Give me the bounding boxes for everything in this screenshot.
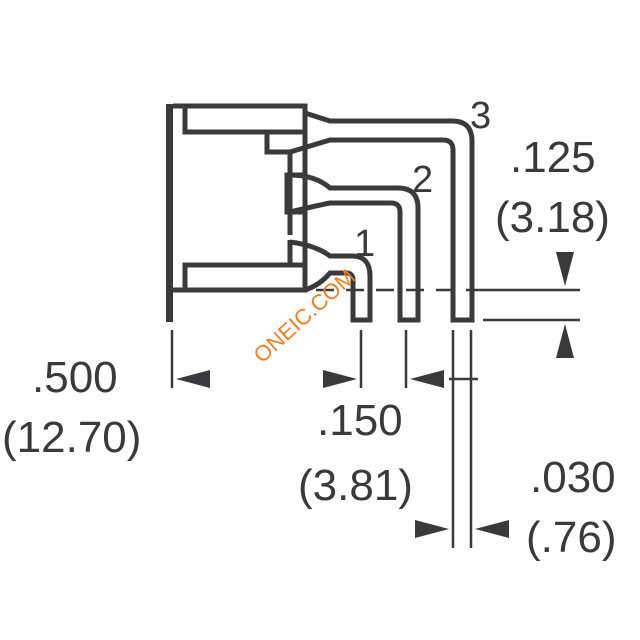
pin-3 bbox=[289, 110, 475, 323]
component-body bbox=[166, 103, 308, 322]
pin-2 bbox=[289, 172, 421, 323]
height-mm: (3.18) bbox=[495, 193, 610, 242]
pin-width-mm: (.76) bbox=[526, 513, 616, 562]
arrow-icon bbox=[176, 370, 210, 388]
body-flange bbox=[166, 104, 173, 322]
arrow-icon bbox=[475, 520, 509, 538]
pitch-mm: (3.81) bbox=[298, 461, 413, 510]
arrow-icon bbox=[410, 370, 444, 388]
pin-label-2: 2 bbox=[412, 159, 433, 201]
arrow-icon bbox=[323, 370, 357, 388]
height-inch: .125 bbox=[510, 133, 596, 182]
width-mm: (12.70) bbox=[2, 413, 141, 462]
top-rib bbox=[182, 103, 308, 135]
bottom-rib bbox=[182, 262, 308, 293]
arrow-icon bbox=[556, 252, 574, 286]
pin-1 bbox=[289, 239, 373, 323]
arrow-icon bbox=[556, 324, 574, 358]
arrow-icon bbox=[415, 520, 449, 538]
width-inch: .500 bbox=[32, 353, 118, 402]
pin-width-inch: .030 bbox=[530, 453, 616, 502]
pin-label-3: 3 bbox=[470, 95, 491, 137]
pin-label-1: 1 bbox=[354, 223, 375, 265]
pitch-inch: .150 bbox=[317, 396, 403, 445]
